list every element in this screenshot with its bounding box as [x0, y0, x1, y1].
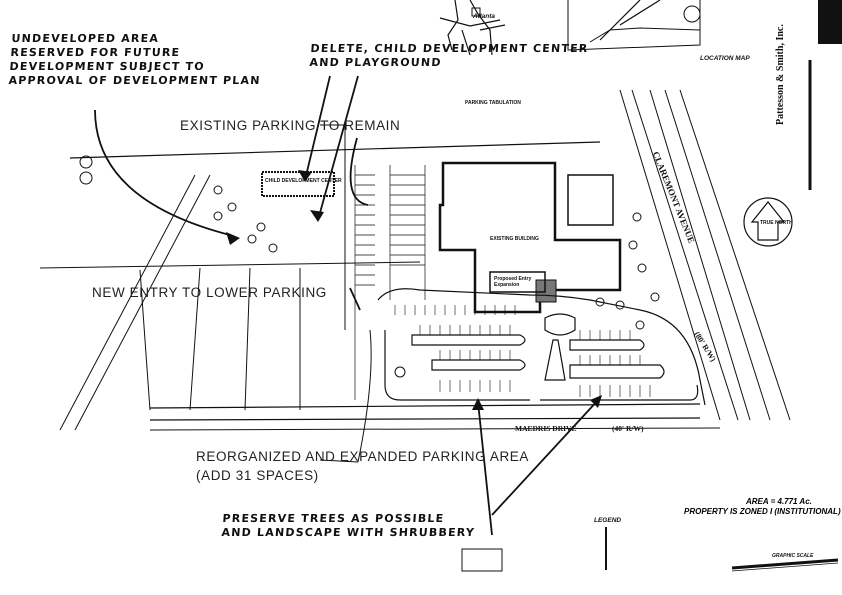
new-parking-area	[377, 288, 706, 406]
legend-title: LEGEND	[594, 517, 622, 524]
annotation-preserve-trees: PRESERVE TREES AS POSSIBLE AND LANDSCAPE…	[221, 512, 476, 540]
child-center-box	[261, 171, 335, 197]
annotation-new-entry: NEW ENTRY TO LOWER PARKING	[92, 285, 327, 300]
existing-parking-stalls	[354, 165, 426, 400]
existing-building	[438, 161, 622, 314]
proposed-entry-label: Proposed Entry Expansion	[494, 276, 531, 288]
north-arrow-icon	[743, 197, 793, 247]
annotation-line: APPROVAL OF DEVELOPMENT PLAN	[8, 74, 262, 87]
child-center-label: CHILD DEVELOPMENT CENTER	[265, 178, 342, 184]
parking-tabulation-title: PARKING TABULATION	[465, 100, 521, 106]
annotation-delete-child-center: DELETE, CHILD DEVELOPMENT CENTER AND PLA…	[309, 42, 589, 70]
north-arrow-label: TRUE NORTH	[760, 220, 793, 226]
annotation-line: RESERVED FOR FUTURE	[10, 46, 181, 59]
atlanta-label: Atlanta	[473, 13, 496, 20]
annotation-existing-parking: EXISTING PARKING TO REMAIN	[180, 118, 401, 133]
zoning-label: PROPERTY IS ZONED I (INSTITUTIONAL)	[683, 507, 842, 516]
annotation-line: DEVELOPMENT SUBJECT TO	[9, 60, 206, 73]
firm-name: Pattesson & Smith, Inc.	[775, 24, 786, 125]
existing-building-label: EXISTING BUILDING	[490, 236, 539, 242]
maedris-drive-label: MAEDRIS DRIVE	[515, 424, 577, 433]
graphic-scale-label: GRAPHIC SCALE	[772, 553, 814, 559]
trees	[213, 185, 660, 378]
annotation-line: AND LANDSCAPE WITH SHRUBBERY	[221, 526, 476, 539]
location-map-label: LOCATION MAP	[700, 55, 750, 62]
annotation-add-spaces: (ADD 31 SPACES)	[196, 468, 319, 483]
graphic-scale	[731, 558, 839, 572]
annotation-line: AND PLAYGROUND	[309, 56, 443, 69]
proposed-entry-line: Proposed Entry	[494, 276, 532, 282]
annotation-undeveloped-area: UNDEVELOPED AREA RESERVED FOR FUTURE DEV…	[8, 32, 264, 88]
annotation-reorganized-parking: REORGANIZED AND EXPANDED PARKING AREA	[196, 449, 530, 464]
annotation-line: UNDEVELOPED AREA	[11, 32, 160, 45]
annotation-arrows	[94, 75, 601, 536]
title-block	[818, 0, 842, 44]
proposed-entry-line: Expansion	[494, 282, 520, 288]
annotation-line: PRESERVE TREES AS POSSIBLE	[222, 512, 445, 525]
annotation-line: DELETE, CHILD DEVELOPMENT CENTER	[310, 42, 589, 55]
location-map	[439, 0, 701, 56]
maedris-row-label: (40' R/W)	[612, 424, 644, 433]
area-label: AREA = 4.771 Ac.	[746, 497, 812, 506]
